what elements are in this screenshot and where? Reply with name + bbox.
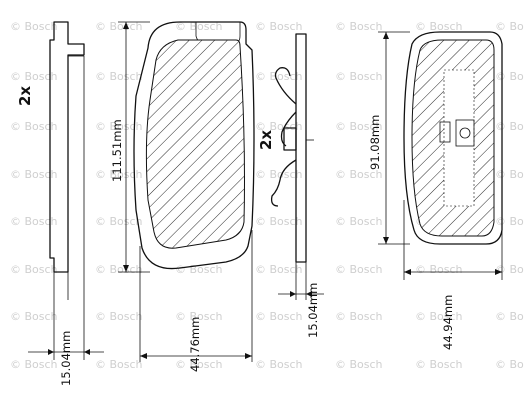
dimension-pad-width-middle: 44.76mm xyxy=(188,317,202,372)
watermark-text: © Bosch xyxy=(10,263,58,276)
watermark-text: © Bosch xyxy=(415,310,463,323)
watermark-text: © Bosch xyxy=(95,70,143,83)
watermark-text: © Bosch xyxy=(495,215,524,228)
watermark-text: © Bosch xyxy=(255,168,303,181)
watermark-text: © Bosch xyxy=(495,358,524,371)
quantity-label-left: 2x xyxy=(16,86,34,106)
watermark-text: © Bosch xyxy=(255,120,303,133)
dimension-pad-height-right: 91.08mm xyxy=(368,115,382,170)
watermark-text: © Bosch xyxy=(495,70,524,83)
watermark-text: © Bosch xyxy=(10,70,58,83)
quantity-label-right: 2x xyxy=(257,130,275,150)
watermark-text: © Bosch xyxy=(10,358,58,371)
watermark-text: © Bosch xyxy=(255,20,303,33)
watermark-text: © Bosch xyxy=(175,20,223,33)
watermark-text: © Bosch xyxy=(495,120,524,133)
watermark-text: © Bosch xyxy=(335,168,383,181)
watermark-text: © Bosch xyxy=(10,215,58,228)
right-pad-back-view xyxy=(378,31,503,280)
dimension-pad-width-right: 44.94mm xyxy=(441,295,455,350)
watermark-text: © Bosch xyxy=(415,263,463,276)
watermark-text: © Bosch xyxy=(255,358,303,371)
watermark-text: © Bosch xyxy=(495,168,524,181)
watermark-text: © Bosch xyxy=(255,310,303,323)
watermark-text: © Bosch xyxy=(335,20,383,33)
watermark-text: © Bosch xyxy=(495,263,524,276)
watermark-text: © Bosch xyxy=(495,310,524,323)
watermark-text: © Bosch xyxy=(175,358,223,371)
watermark-text: © Bosch xyxy=(95,120,143,133)
watermark-text: © Bosch xyxy=(10,168,58,181)
watermark-text: © Bosch xyxy=(175,263,223,276)
dimension-shim-thickness: 15.04mm xyxy=(306,283,320,338)
watermark-text: © Bosch xyxy=(415,20,463,33)
watermark-text: © Bosch xyxy=(255,215,303,228)
watermark-text: © Bosch xyxy=(10,20,58,33)
watermark-text: © Bosch xyxy=(95,168,143,181)
shim-side-view xyxy=(270,33,324,300)
watermark-text: © Bosch xyxy=(255,263,303,276)
watermark-text: © Bosch xyxy=(335,263,383,276)
watermark-text: © Bosch xyxy=(335,215,383,228)
watermark-text: © Bosch xyxy=(415,358,463,371)
watermark-text: © Bosch xyxy=(10,120,58,133)
watermark-text: © Bosch xyxy=(10,310,58,323)
watermark-text: © Bosch xyxy=(335,120,383,133)
middle-pad-front-view xyxy=(118,21,255,362)
left-pad-side-view xyxy=(28,21,104,360)
watermark-text: © Bosch xyxy=(255,70,303,83)
dimension-pad-thickness-left: 15.04mm xyxy=(59,331,73,386)
dimension-pad-height-left: 111.51mm xyxy=(110,119,124,182)
watermark-text: © Bosch xyxy=(335,358,383,371)
watermark-text: © Bosch xyxy=(95,20,143,33)
watermark-text: © Bosch xyxy=(95,263,143,276)
watermark-text: © Bosch xyxy=(95,310,143,323)
watermark-text: © Bosch xyxy=(95,358,143,371)
watermark-text: © Bosch xyxy=(95,215,143,228)
watermark-text: © Bosch xyxy=(335,310,383,323)
watermark-text: © Bosch xyxy=(175,310,223,323)
watermark-text: © Bosch xyxy=(335,70,383,83)
watermark-text: © Bosch xyxy=(495,20,524,33)
